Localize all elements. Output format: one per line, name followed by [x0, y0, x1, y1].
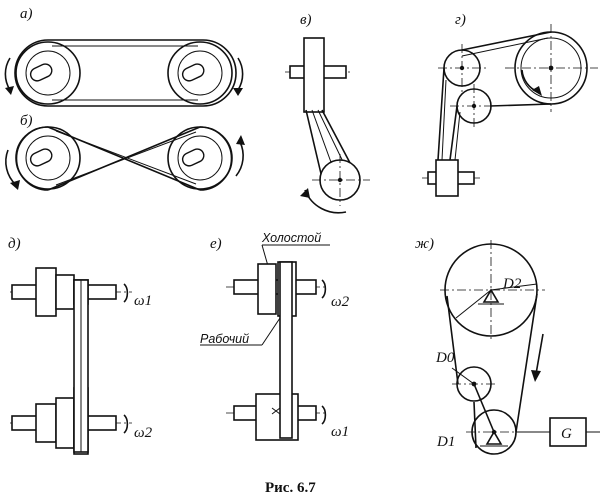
belt: [446, 293, 538, 449]
rotation-arrow-icon: [237, 57, 244, 91]
hub-slot-icon: [181, 63, 205, 82]
omega-arrow-icon: [321, 279, 327, 299]
top-pulley-edge: [303, 37, 325, 113]
panel-b-label: б): [20, 113, 33, 129]
belt: [14, 39, 237, 107]
panel-zh-tensioner: ж) D2 D0 D1 G: [415, 236, 600, 455]
panel-v-label: в): [300, 12, 312, 28]
panel-a-label: а): [20, 6, 33, 22]
tensioner-lever: [473, 383, 495, 433]
generator-box: [549, 417, 587, 447]
d0-label: D0: [435, 350, 455, 366]
top-pulley-step: [35, 267, 57, 317]
panel-g-angle-drive: г): [422, 12, 598, 197]
omega-arrow-icon: [321, 405, 327, 425]
panel-b-crossed-belt: б): [5, 113, 245, 191]
panel-zh-label: ж): [415, 236, 434, 252]
rotation-arrow-icon: [5, 149, 17, 186]
omega-arrow-icon: [123, 414, 129, 434]
panel-e-idle-working: е) Холостой Рабочий ω2 ω1: [200, 231, 350, 441]
bottom-pulley-step: [35, 403, 57, 443]
top-pulley-step: [55, 274, 75, 310]
working-pulley-label: Рабочий: [200, 332, 249, 346]
hub-slot-icon: [29, 148, 53, 167]
panel-d-stepped-pulleys: д) ω1 ω2: [8, 236, 153, 455]
omega-arrow-icon: [123, 283, 129, 303]
figure-caption: Рис. 6.7: [265, 480, 316, 496]
panel-v-quarter-turn: в): [285, 12, 370, 214]
idle-pulley-label: Холостой: [261, 231, 321, 245]
belt: [437, 31, 552, 161]
omega-top-label: ω2: [331, 294, 350, 310]
panel-e-label: е): [210, 236, 222, 252]
bottom-pulley-edge: [435, 159, 459, 197]
generator-label: G: [561, 426, 572, 442]
idle-pulley: [257, 263, 277, 315]
panel-a-open-belt: а): [4, 6, 244, 107]
omega-bottom-label: ω1: [331, 424, 349, 440]
d1-label: D1: [436, 434, 455, 450]
panel-d-label: д): [8, 236, 21, 252]
hub-slot-icon: [29, 63, 53, 82]
d2-label: D2: [502, 276, 522, 292]
bottom-pulley-step: [55, 397, 75, 449]
omega-bottom-label: ω2: [134, 425, 153, 441]
belt: [279, 261, 293, 439]
belt-direction-arrow-icon: [535, 333, 544, 375]
hub-slot-icon: [181, 148, 205, 167]
rotation-arrow-icon: [4, 57, 11, 91]
rotation-arrow-icon: [235, 141, 244, 177]
panel-g-label: г): [455, 12, 466, 28]
omega-top-label: ω1: [134, 293, 152, 309]
